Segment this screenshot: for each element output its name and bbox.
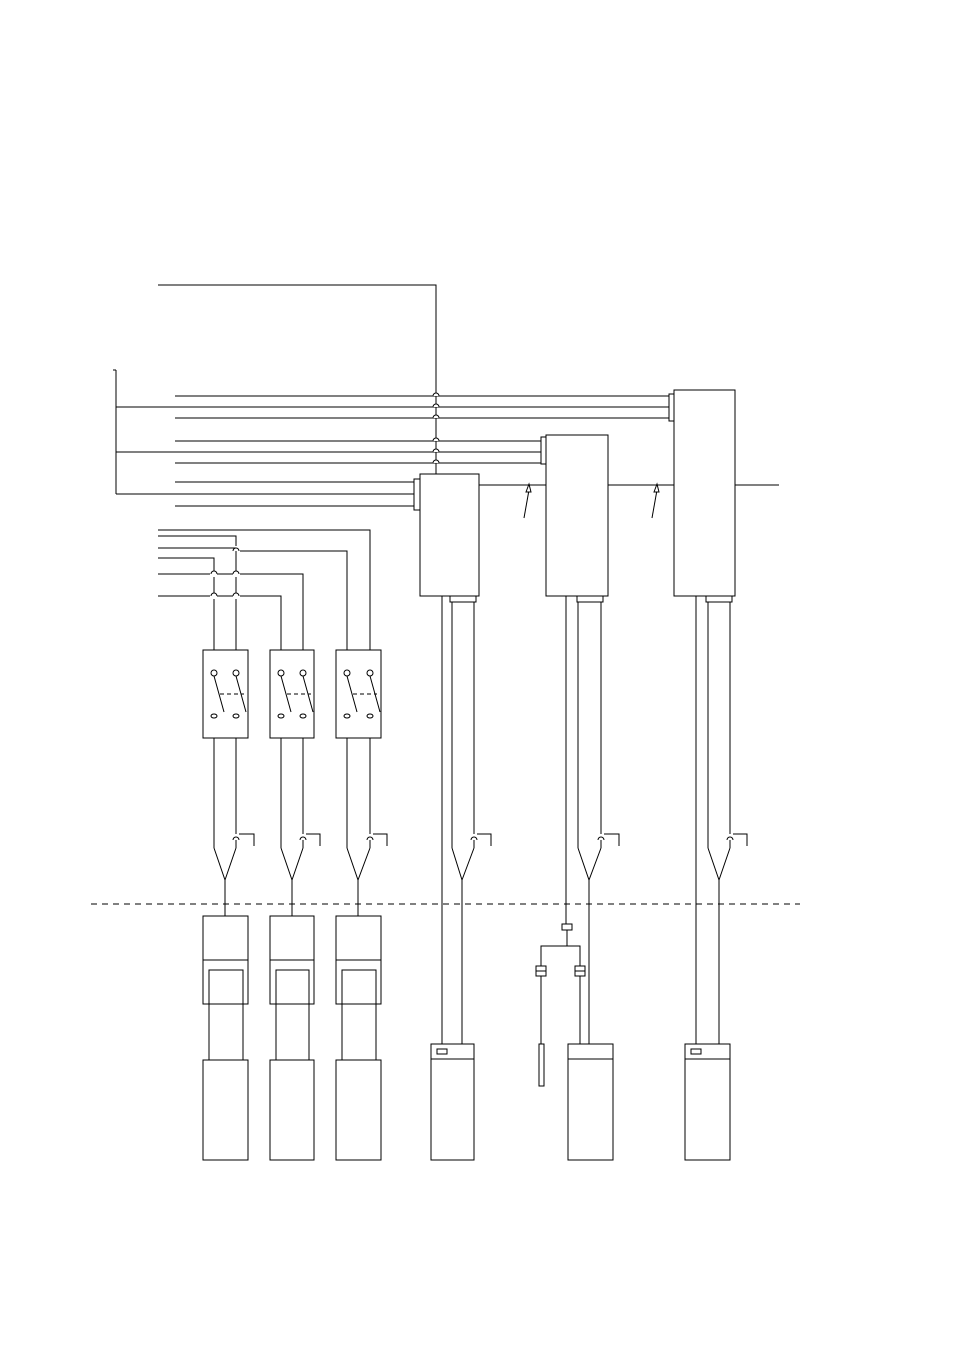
cable-funnel-2 xyxy=(281,738,320,916)
bottom-box-3 xyxy=(336,1060,381,1160)
switch-control-lines xyxy=(158,530,370,650)
controller-unit-3 xyxy=(669,390,735,602)
cable-funnel-6 xyxy=(696,596,747,1044)
top-bus-line xyxy=(158,285,436,474)
signal-lines-unit-3 xyxy=(175,396,669,418)
cable-funnel-4 xyxy=(442,596,491,1044)
cable-funnel-5 xyxy=(566,596,619,1044)
cable-funnel-3 xyxy=(347,738,387,916)
bottom-box-6 xyxy=(685,1044,730,1160)
bottom-box-4 xyxy=(431,1044,474,1160)
signal-lines-unit-2 xyxy=(175,441,541,463)
controller-unit-1 xyxy=(414,474,479,602)
coupling-block-1 xyxy=(203,916,248,1060)
switch-block-3 xyxy=(336,650,381,738)
sensor-arrow-1 xyxy=(524,484,531,518)
controller-unit-2 xyxy=(541,435,608,602)
bottom-box-5 xyxy=(568,1044,613,1160)
bottom-box-2 xyxy=(270,1060,314,1160)
switch-line-hops xyxy=(211,548,239,596)
coupling-block-3 xyxy=(336,916,381,1060)
cable-funnel-1 xyxy=(214,738,254,916)
bottom-box-1 xyxy=(203,1060,248,1160)
branch-network xyxy=(536,924,585,1086)
switch-block-1 xyxy=(203,650,248,738)
switch-block-2 xyxy=(270,650,314,738)
coupling-block-2 xyxy=(270,916,314,1060)
signal-lines-unit-1 xyxy=(175,482,414,506)
sensor-arrow-2 xyxy=(652,484,659,518)
left-bracket-bus xyxy=(113,370,175,494)
